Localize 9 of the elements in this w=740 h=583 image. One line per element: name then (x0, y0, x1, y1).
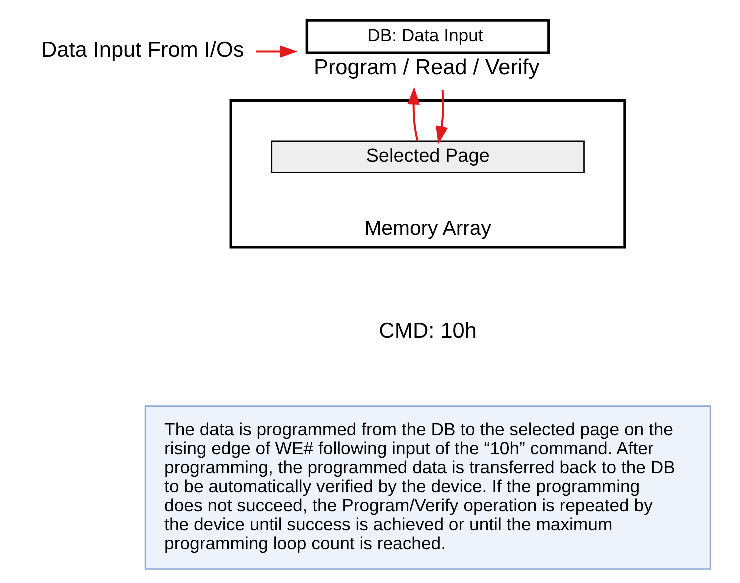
arrow (256, 46, 298, 58)
node-box: Selected Page (271, 140, 585, 174)
node-label: Program / Read / Verify (314, 54, 540, 80)
node-box: DB: Data Input (306, 19, 550, 54)
node-label: CMD: 10h (379, 318, 477, 344)
node-text: Data Input From I/Os (41, 36, 244, 62)
arrow (408, 87, 420, 142)
node-box: The data is programmed from the DB to the selected page on the rising edge of WE# following input of the “10h” command. After programming, the programmed data is transferred back to the DB to be automatically verified by the device. If the programming does not succeed, the Program/Verify operation is repeated by the device until success is achieved or until the maximum programming loop count is reached. (144, 406, 712, 570)
arrow (436, 90, 448, 144)
